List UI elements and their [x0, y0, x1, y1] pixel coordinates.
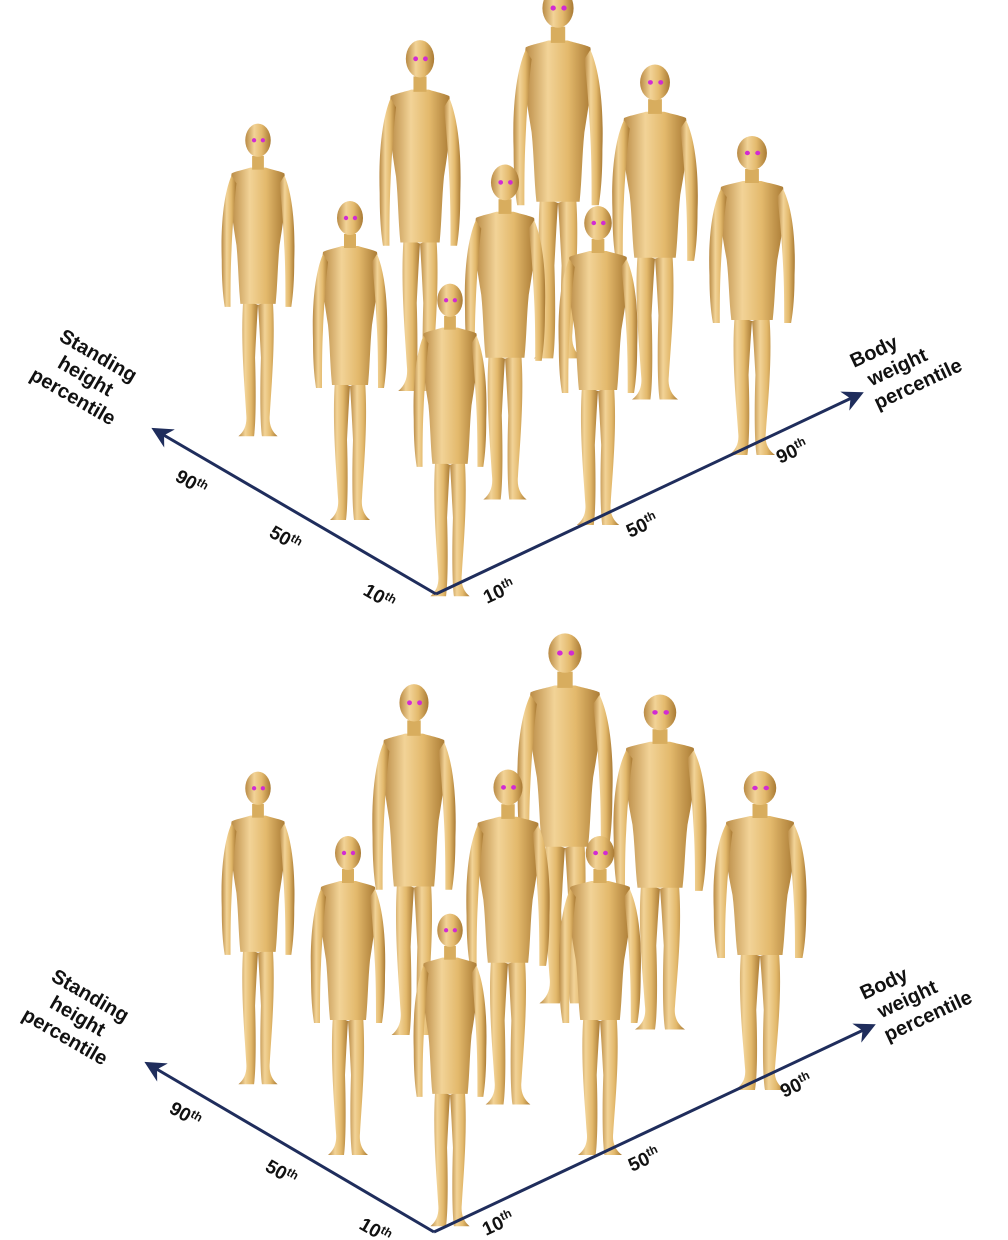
svg-text:90th: 90th: [776, 1068, 815, 1103]
weight-axis-label: Body weight percentile: [847, 311, 966, 416]
weight-tick-50: 50th: [624, 1142, 663, 1177]
svg-text:90th: 90th: [166, 1096, 206, 1132]
svg-text:90th: 90th: [772, 434, 811, 469]
human-figure-h50-w10: [311, 836, 385, 1155]
svg-text:50th: 50th: [266, 520, 306, 556]
height-tick-90: 90th: [172, 464, 212, 500]
height-axis-label: Standing height percentile: [26, 322, 143, 430]
human-figure-h10-w90: [709, 136, 795, 455]
height-tick-50: 50th: [262, 1154, 302, 1190]
weight-tick-90: 90th: [772, 434, 811, 469]
weight-tick-10: 10th: [479, 574, 518, 609]
height-axis-arrow: [155, 430, 436, 594]
svg-text:90th: 90th: [172, 464, 212, 500]
weight-tick-50: 50th: [622, 508, 661, 543]
svg-text:50th: 50th: [624, 1142, 663, 1177]
weight-axis-label: Body weight percentile: [857, 943, 976, 1048]
svg-text:10th: 10th: [356, 1212, 396, 1240]
weight-tick-90: 90th: [776, 1068, 815, 1103]
svg-text:10th: 10th: [479, 574, 518, 609]
svg-text:50th: 50th: [622, 508, 661, 543]
figures-group-male: [222, 0, 795, 596]
height-tick-90: 90th: [166, 1096, 206, 1132]
panel-male: Standing height percentile Body weight p…: [26, 0, 965, 615]
height-axis-label: Standing height percentile: [18, 962, 135, 1070]
panel-female: Standing height percentile Body weight p…: [18, 633, 975, 1240]
svg-text:10th: 10th: [360, 578, 400, 614]
human-figure-h10-w90: [713, 771, 806, 1090]
height-tick-10: 10th: [356, 1212, 396, 1240]
human-figure-h50-w50: [465, 165, 545, 500]
height-axis-arrow: [148, 1064, 434, 1232]
human-figure-h50-w90: [612, 65, 698, 400]
human-figure-h50-w90: [613, 695, 706, 1030]
human-figure-h90-w10: [222, 124, 295, 437]
height-tick-50: 50th: [266, 520, 306, 556]
svg-text:10th: 10th: [478, 1206, 517, 1240]
figures-group-female: [222, 633, 807, 1226]
human-figure-h50-w10: [313, 201, 387, 520]
weight-tick-10: 10th: [478, 1206, 517, 1240]
human-figure-h90-w10: [222, 772, 295, 1085]
height-tick-10: 10th: [360, 578, 400, 614]
svg-text:50th: 50th: [262, 1154, 302, 1190]
